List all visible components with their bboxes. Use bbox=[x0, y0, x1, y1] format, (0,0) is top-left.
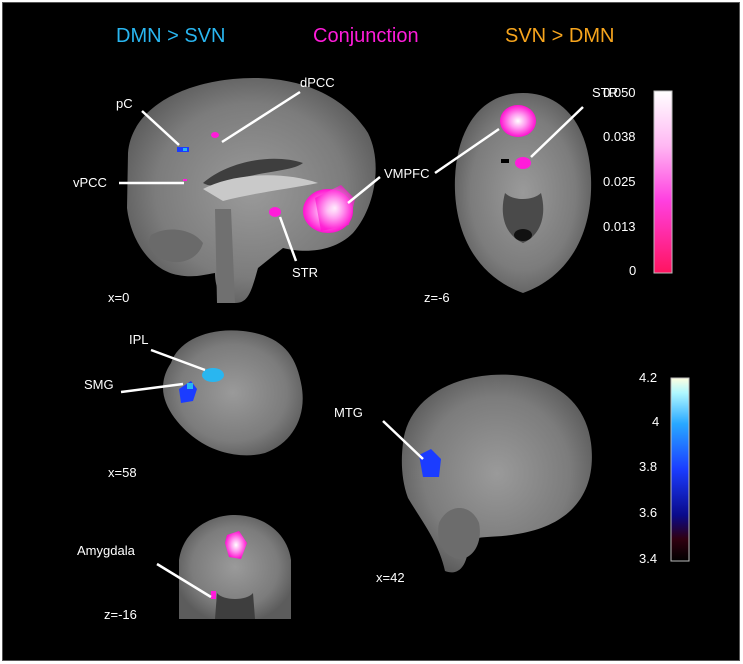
smg-activation-core bbox=[187, 383, 193, 389]
coronal-lower bbox=[215, 593, 255, 619]
right-sagittal-cerebellum bbox=[438, 508, 480, 559]
brain-scene bbox=[119, 77, 690, 619]
pc-activation-core bbox=[183, 148, 187, 151]
label-vmpfc: VMPFC bbox=[384, 166, 430, 181]
cerebellum bbox=[148, 229, 203, 263]
pink-tick-1: 0.038 bbox=[603, 129, 636, 144]
ipl-activation-blob bbox=[202, 368, 224, 382]
smg-pointer-line bbox=[120, 382, 184, 394]
dpcc-pointer-line bbox=[221, 90, 301, 144]
coronal-conjunction-blob bbox=[225, 531, 247, 559]
axial-midbrain bbox=[502, 193, 544, 243]
mtg-pointer-line bbox=[382, 420, 424, 460]
label-pc: pC bbox=[116, 96, 133, 111]
legend-conjunction: Conjunction bbox=[313, 25, 419, 47]
label-str-axial: STR bbox=[592, 85, 618, 100]
axial-str-blob bbox=[515, 157, 531, 169]
coord-axial-top: z=-6 bbox=[424, 290, 450, 305]
axial-brain-silhouette bbox=[454, 93, 592, 293]
label-ipl: IPL bbox=[129, 332, 149, 347]
coord-sagittal-top: x=0 bbox=[108, 290, 130, 305]
amygdala-pointer-line bbox=[156, 562, 212, 599]
pink-tick-4: 0 bbox=[629, 263, 637, 278]
pc-pointer-line bbox=[141, 110, 180, 146]
label-mtg: MTG bbox=[334, 405, 363, 420]
vpcc-activation-blob bbox=[183, 179, 187, 181]
str-activation-blob bbox=[269, 207, 281, 217]
hot-colorbar bbox=[670, 377, 690, 562]
lateral-brain-silhouette bbox=[163, 330, 303, 456]
hot-tick-3: 3.6 bbox=[639, 505, 658, 520]
vmpfc-activation-blob-extent bbox=[315, 185, 355, 231]
label-amygdala: Amygdala bbox=[77, 543, 135, 558]
legend-svn-gt-dmn: SVN > DMN bbox=[505, 25, 615, 47]
pink-tick-2: 0.025 bbox=[603, 174, 636, 189]
lateral-brain-left bbox=[163, 330, 303, 456]
label-smg: SMG bbox=[84, 377, 114, 392]
corpus-callosum bbox=[203, 158, 303, 186]
hot-tick-4: 3.4 bbox=[639, 551, 658, 566]
axial-brain-top bbox=[454, 93, 592, 293]
vmpfc-pointer-line-right bbox=[434, 127, 500, 175]
aqueduct bbox=[514, 229, 532, 241]
sagittal-brain-right bbox=[401, 374, 592, 573]
coord-lateral-left: x=58 bbox=[108, 465, 137, 480]
coord-sagittal-right: x=42 bbox=[376, 570, 405, 585]
label-vpcc: vPCC bbox=[73, 175, 107, 190]
sagittal-brain-top bbox=[127, 77, 376, 303]
coronal-brain-bottom bbox=[179, 515, 291, 619]
str-pointer-line-axial bbox=[530, 106, 584, 158]
dpcc-activation-blob bbox=[211, 132, 219, 138]
pink-colorbar bbox=[653, 90, 673, 274]
hot-tick-2: 3.8 bbox=[639, 459, 658, 474]
hot-tick-1: 4 bbox=[652, 414, 660, 429]
pink-tick-3: 0.013 bbox=[603, 219, 636, 234]
legend-dmn-gt-svn: DMN > SVN bbox=[116, 25, 226, 47]
pink-tick-0: 0.050 bbox=[603, 85, 636, 100]
label-dpcc: dPCC bbox=[300, 75, 335, 90]
fornix bbox=[203, 175, 318, 201]
coord-coronal-bottom: z=-16 bbox=[104, 607, 137, 622]
label-str-sagittal: STR bbox=[292, 265, 318, 280]
ipl-pointer-line bbox=[150, 348, 206, 372]
vmpfc-pointer-line-left bbox=[347, 176, 381, 204]
axial-vmpfc-blob bbox=[500, 105, 536, 137]
coronal-brain-silhouette bbox=[179, 515, 291, 619]
str-pointer-line-sagittal bbox=[278, 216, 298, 262]
brainstem bbox=[215, 209, 235, 303]
axial-small-dark-spot bbox=[501, 159, 509, 163]
amygdala-activation-blob bbox=[211, 591, 216, 599]
hot-tick-0: 4.2 bbox=[639, 370, 658, 385]
mtg-activation-blob bbox=[419, 449, 441, 477]
